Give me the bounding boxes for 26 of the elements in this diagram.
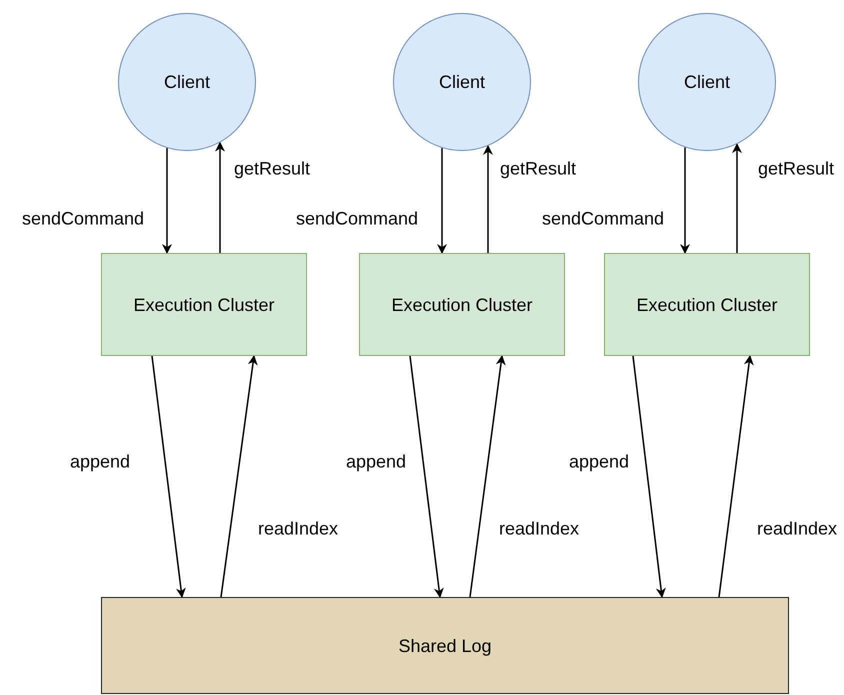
arrow — [151, 356, 186, 598]
edge-label: getResult — [498, 158, 578, 180]
node-label: Client — [438, 71, 486, 94]
arrow — [483, 144, 493, 253]
arrow — [162, 148, 172, 254]
arrow — [632, 356, 666, 598]
arrow — [680, 147, 690, 254]
node-label: Client — [684, 71, 730, 94]
arrow — [215, 142, 225, 253]
arrow — [437, 148, 447, 254]
edge-label: getResult — [232, 158, 312, 180]
node-label: Execution Cluster — [636, 294, 778, 316]
node-label: Shared Log — [398, 634, 492, 658]
log-box — [101, 597, 789, 694]
arrow — [718, 355, 754, 598]
node-label: Execution Cluster — [391, 294, 533, 316]
process-box — [604, 253, 810, 356]
arrow — [220, 355, 258, 598]
arrow — [469, 355, 506, 598]
node-label: Execution Cluster — [133, 294, 275, 316]
edge-label: getResult — [756, 158, 836, 180]
process-box — [359, 253, 565, 356]
arrow — [409, 356, 444, 598]
process-box — [101, 253, 307, 356]
arrow — [732, 143, 742, 253]
node-label: Client — [164, 71, 210, 94]
